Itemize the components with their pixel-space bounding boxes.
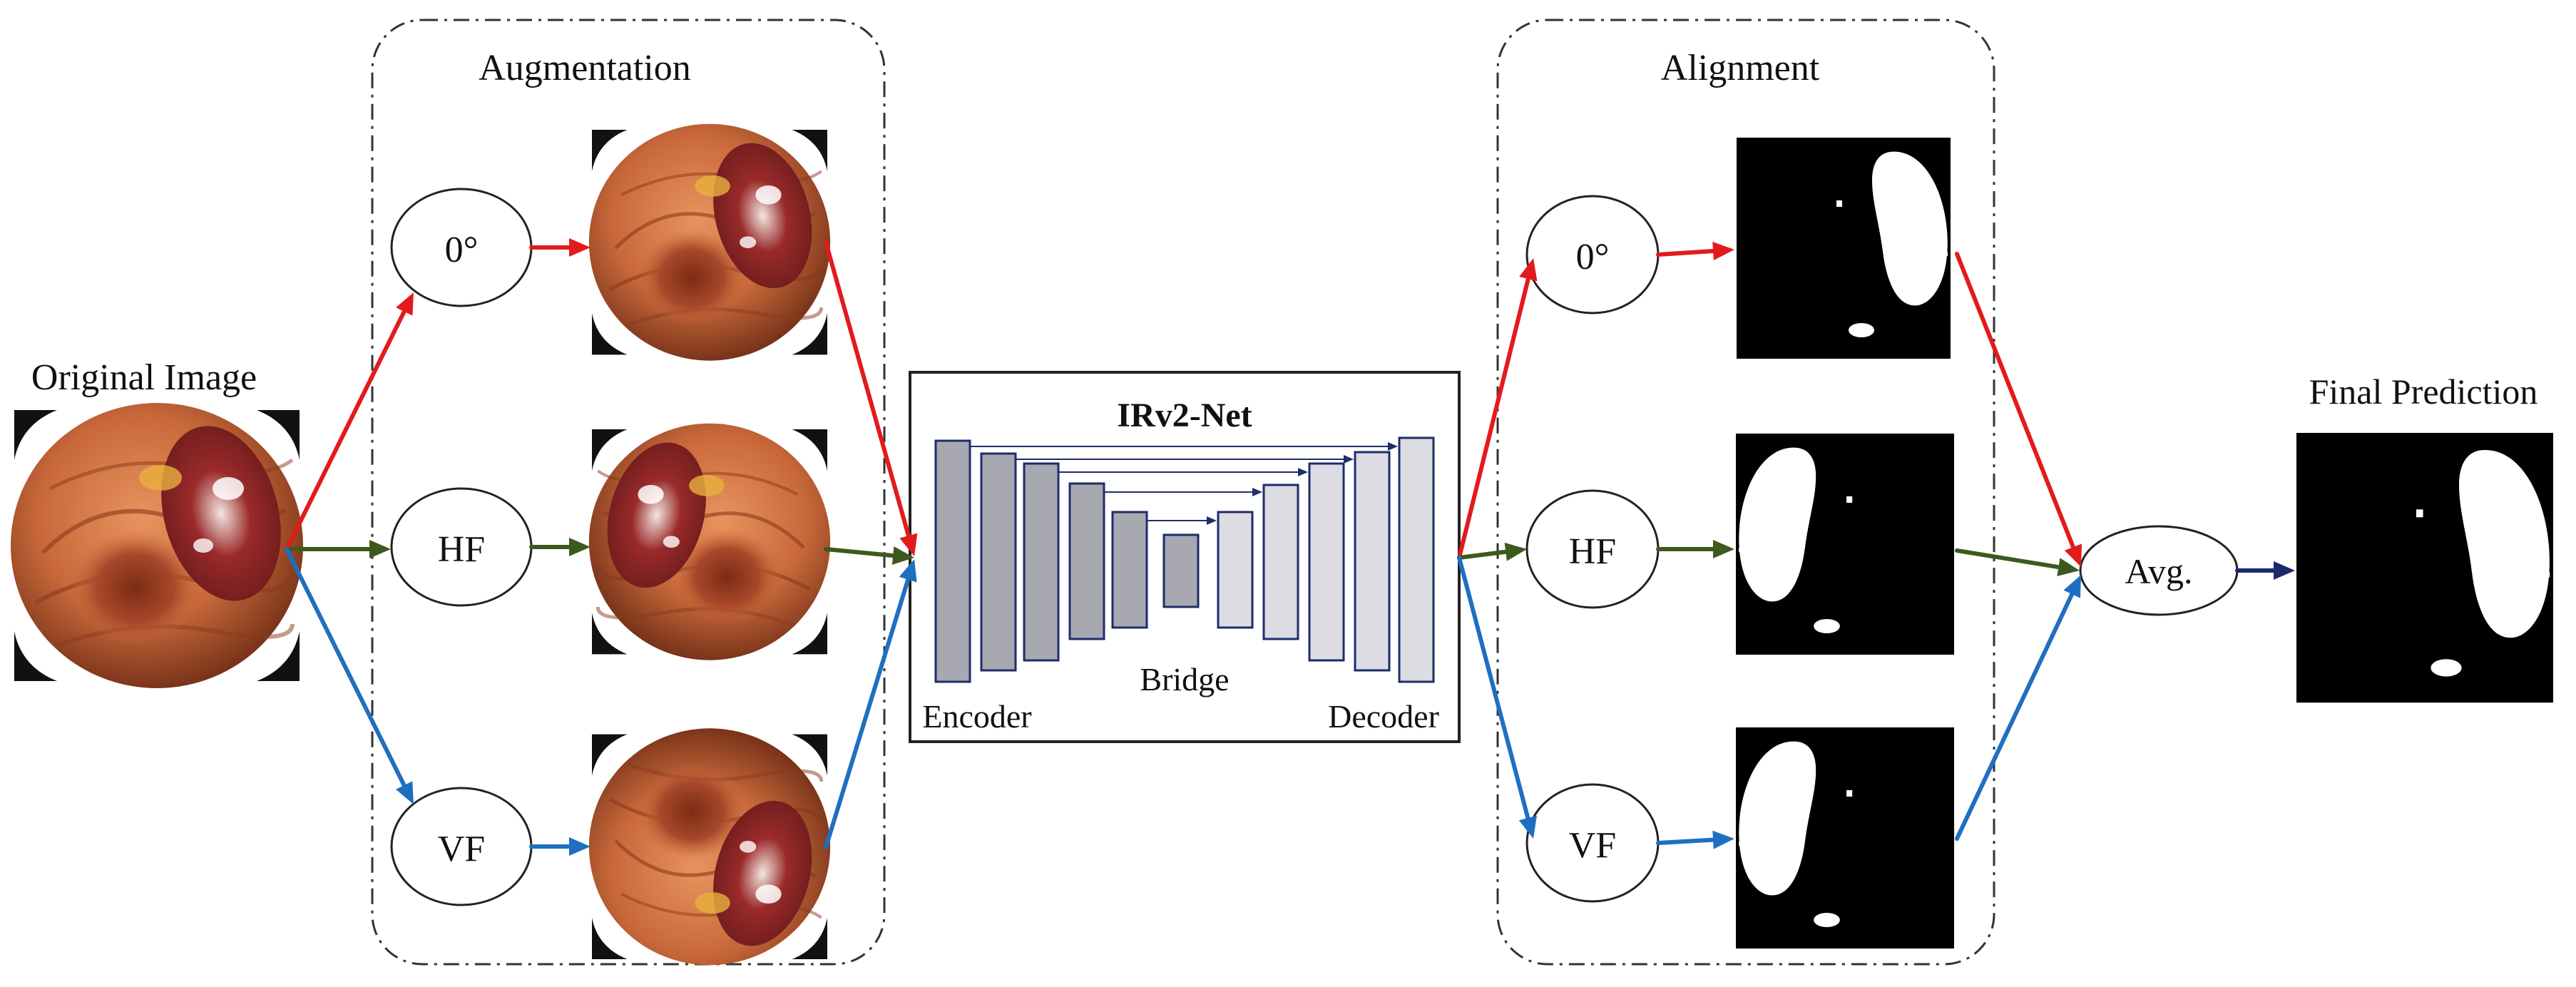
arrow-avg-to-final-head	[2274, 561, 2295, 580]
avg-label: Avg.	[2125, 551, 2193, 591]
network-block-3	[1023, 462, 1060, 662]
final-prediction-label: Final Prediction	[2309, 372, 2538, 411]
skip-connection-head-3	[1298, 468, 1308, 476]
original-image	[11, 403, 303, 688]
arrow-input-to-0deg-head	[396, 292, 414, 316]
arrow-vf-to-image-head	[569, 837, 591, 856]
augmented-image-vf	[589, 728, 830, 965]
arrow-align-hf-to-mask-head	[1713, 540, 1734, 558]
aug-hf-label: HF	[438, 529, 485, 570]
alignment-group-box	[1496, 19, 1995, 966]
arrow-hf-image-to-net	[824, 547, 896, 558]
arrow-input-to-vf-head	[396, 781, 414, 804]
augmentation-title: Augmentation	[479, 48, 691, 88]
network-block-1	[934, 439, 971, 683]
augmented-image-hf	[589, 424, 830, 660]
arrow-net-to-align-vf-head	[1518, 815, 1537, 839]
arrow-net-to-align-0deg-head	[1519, 258, 1538, 282]
arrow-net-to-align-0deg	[1457, 277, 1530, 560]
network-block-7	[1217, 511, 1254, 629]
arrow-net-to-align-vf	[1457, 556, 1530, 820]
arrow-net-to-align-hf	[1457, 549, 1508, 560]
alignment-title: Alignment	[1661, 48, 1820, 88]
skip-connection-head-5	[1207, 516, 1217, 525]
arrow-align-0deg-to-mask	[1656, 248, 1716, 257]
network-block-11	[1398, 436, 1435, 683]
network-title: IRv2-Net	[1117, 397, 1252, 434]
arrow-input-to-0deg	[285, 309, 407, 551]
predicted-mask-hf	[1736, 434, 1954, 655]
encoder-label: Encoder	[922, 698, 1031, 735]
arrow-net-to-align-hf-head	[1504, 542, 1527, 561]
arrow-mask-hf-to-avg-head	[2057, 558, 2080, 577]
arrow-mask-0deg-to-avg-head	[2064, 543, 2082, 567]
arrow-0deg-to-image-head	[569, 238, 591, 257]
arrow-vf-image-to-net	[824, 577, 911, 849]
skip-connection-head-2	[1344, 455, 1354, 464]
decoder-label: Decoder	[1328, 698, 1439, 735]
augmented-image-0deg	[589, 124, 830, 361]
arrow-input-to-vf	[285, 547, 407, 788]
network-block-5	[1111, 511, 1148, 629]
aug-0deg-label: 0°	[445, 230, 479, 270]
network-block-6	[1162, 533, 1200, 608]
final-prediction-mask	[2296, 433, 2553, 703]
arrow-hf-image-to-net-head	[891, 546, 914, 566]
arrow-align-0deg-to-mask-head	[1712, 241, 1734, 260]
arrow-hf-to-image-head	[569, 538, 591, 556]
skip-connection-head-1	[1388, 442, 1398, 451]
arrow-0deg-image-to-net-head	[899, 533, 918, 556]
skip-connection-head-4	[1252, 488, 1262, 496]
flow-arrows	[285, 238, 2295, 856]
network-block-2	[980, 452, 1017, 672]
network-block-10	[1354, 451, 1391, 672]
network-block-9	[1308, 462, 1345, 662]
network-blocks	[934, 436, 1435, 683]
arrow-input-to-hf-head	[369, 540, 391, 558]
aug-vf-label: VF	[438, 829, 485, 869]
augmentation-group-box	[371, 19, 886, 966]
arrow-mask-hf-to-avg	[1955, 548, 2061, 570]
arrow-0deg-image-to-net	[824, 240, 911, 538]
original-image-label: Original Image	[31, 357, 257, 398]
predicted-mask-vf	[1736, 727, 1954, 948]
network-block-8	[1262, 484, 1299, 640]
arrow-align-vf-to-mask-head	[1712, 830, 1734, 849]
align-0deg-label: 0°	[1576, 237, 1610, 277]
bridge-label: Bridge	[1140, 661, 1229, 697]
predicted-mask-0deg	[1737, 138, 1951, 359]
align-hf-label: HF	[1569, 531, 1616, 572]
arrow-mask-vf-to-avg	[1955, 592, 2075, 841]
arrow-align-vf-to-mask	[1656, 837, 1716, 845]
arrow-mask-vf-to-avg-head	[2063, 575, 2081, 598]
network-block-4	[1068, 482, 1105, 640]
align-vf-label: VF	[1569, 825, 1616, 866]
arrow-mask-0deg-to-avg	[1955, 252, 2075, 550]
arrow-vf-image-to-net-head	[899, 559, 917, 583]
